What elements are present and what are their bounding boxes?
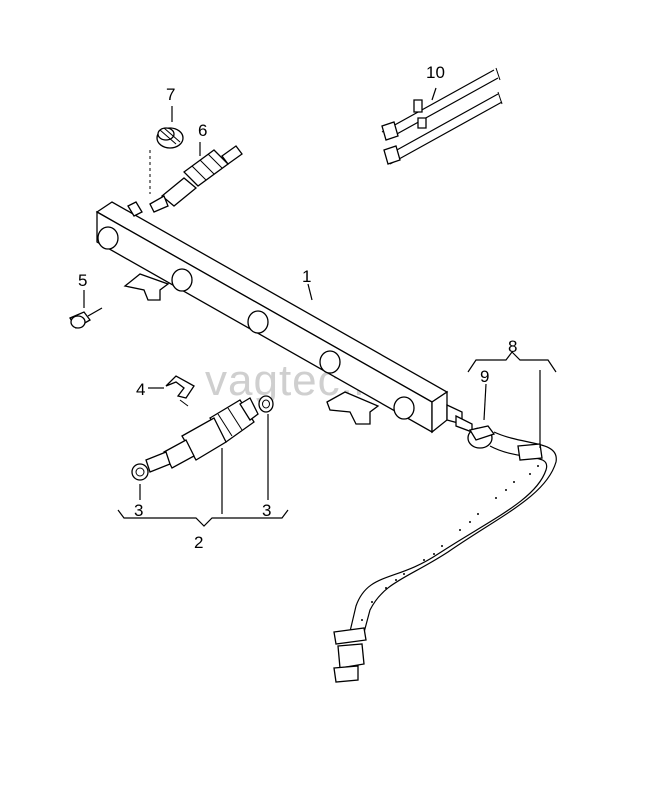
callout-2: 2 — [194, 533, 203, 552]
o-ring-left — [131, 463, 149, 481]
screw-part-5 — [69, 307, 103, 329]
callout-10: 10 — [426, 63, 445, 82]
hose-clamp-part-9 — [467, 425, 496, 449]
o-ring-right — [258, 395, 274, 413]
pressure-sensor — [149, 145, 243, 213]
injector-part-2 — [145, 397, 259, 473]
callout-7: 7 — [166, 85, 175, 104]
leader-lines — [83, 87, 557, 527]
callout-5: 5 — [78, 271, 87, 290]
callout-8: 8 — [508, 337, 517, 356]
callout-1: 1 — [302, 267, 311, 286]
retaining-clip-part-4 — [165, 375, 195, 407]
callout-3-right: 3 — [262, 501, 271, 520]
callout-labels: 1 2 3 3 4 5 6 7 8 9 10 — [78, 63, 517, 552]
callout-6: 6 — [198, 121, 207, 140]
callout-3-left: 3 — [134, 501, 143, 520]
fuel-rail — [95, 201, 473, 434]
callout-4: 4 — [136, 380, 145, 399]
sealing-ring-part-7 — [156, 127, 184, 149]
fuel-hose-part-8 — [333, 431, 557, 683]
fuel-pipes-part-10 — [381, 67, 503, 165]
callout-9: 9 — [480, 367, 489, 386]
